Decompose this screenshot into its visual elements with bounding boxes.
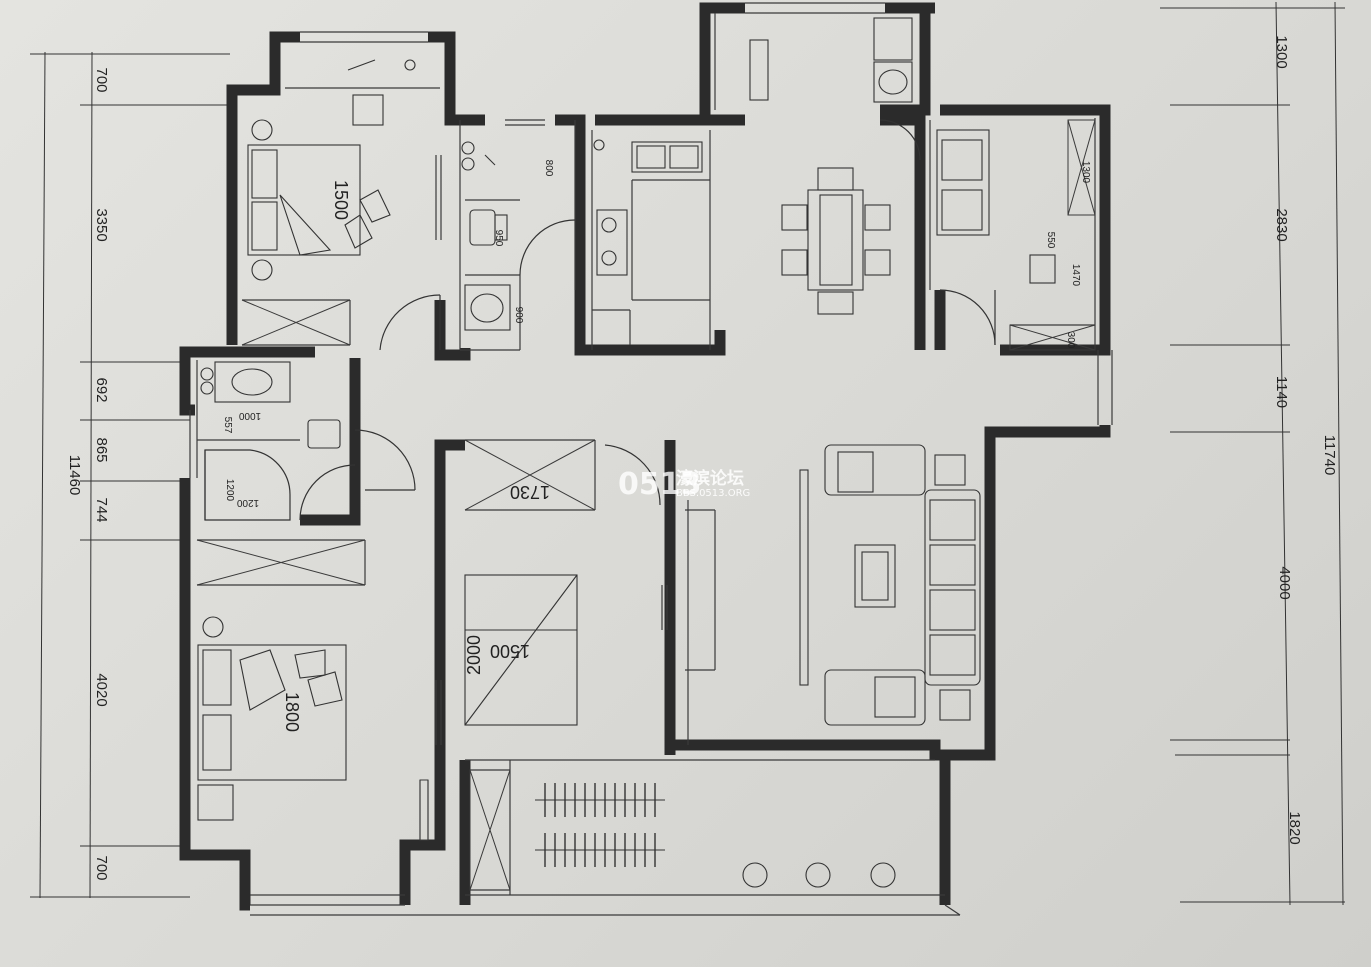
wardrobe-marks xyxy=(196,119,1096,891)
kitchen-sink xyxy=(631,141,703,173)
bed-second-width: 1800 xyxy=(282,692,302,732)
shower-enclosure xyxy=(204,449,291,521)
dim-left-seg-1: 700 xyxy=(93,67,110,92)
toilet-bath-1 xyxy=(469,209,496,246)
dim-left-seg-4: 865 xyxy=(93,437,110,462)
basin-bath-1 xyxy=(464,284,511,331)
dining-table xyxy=(807,189,864,291)
coffee-table xyxy=(854,544,896,608)
shower-size-2: 1200 xyxy=(236,497,259,508)
dim-right-seg-1: 1300 xyxy=(1273,35,1290,68)
study-desk: 550 xyxy=(1045,232,1056,249)
dim-left-seg-5: 744 xyxy=(93,497,110,522)
armchair-bottom xyxy=(824,669,926,726)
dim-left-seg-2: 3350 xyxy=(93,208,110,241)
dim-left-total: 11460 xyxy=(66,455,83,496)
dim-left-seg-7: 700 xyxy=(93,855,110,880)
sink-depth: 900 xyxy=(513,307,524,324)
fixtures xyxy=(197,17,1056,888)
forum-watermark: 0513 濠滨论坛 BBS.0513.ORG xyxy=(618,467,750,502)
bed-master-width: 1500 xyxy=(331,180,351,220)
middle-bed xyxy=(464,574,578,726)
bath-width: 1000 xyxy=(238,410,261,421)
study-mid: 1470 xyxy=(1070,264,1081,287)
toilet-depth: 800 xyxy=(543,160,554,177)
kitchen-stove xyxy=(596,209,628,276)
shower-size: 1200 xyxy=(224,479,235,502)
dim-right-seg-5: 1820 xyxy=(1286,811,1303,844)
dim-left-seg-6: 4020 xyxy=(93,673,110,706)
dim-right-seg-2: 2830 xyxy=(1273,208,1290,241)
dim-left-seg-3: 692 xyxy=(93,377,110,402)
toilet-bath-2 xyxy=(307,419,341,449)
watermark-url: BBS.0513.ORG xyxy=(676,488,750,499)
dim-right-total: 11740 xyxy=(1321,435,1338,476)
toilet-width: 950 xyxy=(493,230,504,247)
left-dimension-chain xyxy=(30,51,230,899)
dim-right-seg-4: 4000 xyxy=(1276,566,1293,599)
dim-right-seg-3: 1140 xyxy=(1273,376,1290,408)
doors xyxy=(299,119,996,521)
bath-detail: 557 xyxy=(222,417,233,434)
study-sofa xyxy=(936,129,990,236)
basin-bath-2 xyxy=(214,361,291,403)
wardrobe-length: 1730 xyxy=(510,482,550,502)
living-sofa xyxy=(924,489,981,686)
watermark-logo: 0513 xyxy=(618,467,702,502)
structural-walls xyxy=(179,2,1111,911)
armchair-top xyxy=(824,444,926,496)
study-top: 1300 xyxy=(1080,161,1091,184)
bed-middle-length: 2000 xyxy=(464,635,484,675)
study-bottom: 300 xyxy=(1065,332,1076,349)
right-dimension-chain xyxy=(1160,1,1345,906)
second-bed xyxy=(197,644,347,781)
bed-middle-width: 1500 xyxy=(490,641,530,661)
drying-rack-ticks xyxy=(544,783,656,867)
watermark-name: 濠滨论坛 xyxy=(676,468,744,489)
